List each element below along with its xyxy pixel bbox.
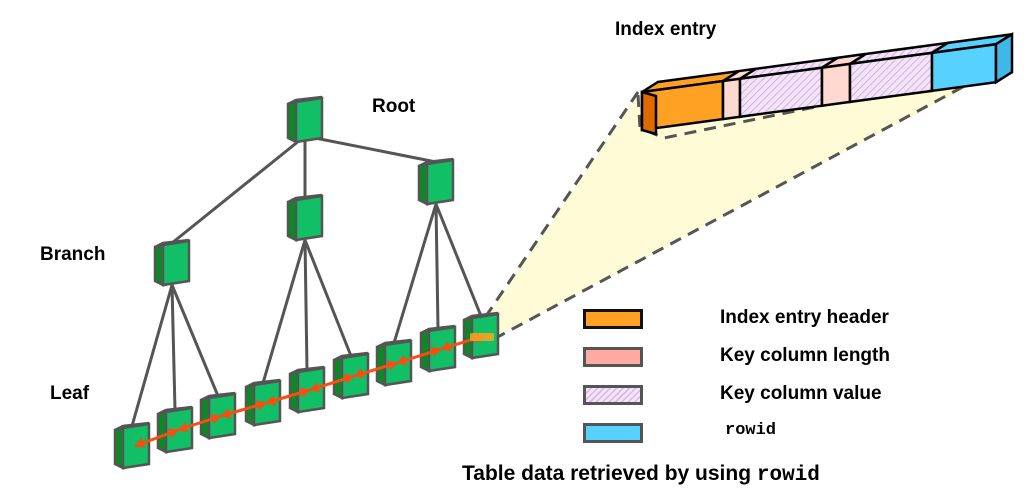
arrowhead-back-icon <box>441 341 452 352</box>
legend-label-1: Index entry header <box>720 307 889 328</box>
arrowhead-forward-icon <box>430 346 441 357</box>
label-leaf: Leaf <box>50 383 90 404</box>
branch-node-3 <box>417 157 455 207</box>
arrowhead-back-icon <box>266 395 277 406</box>
arrowhead-back-icon <box>310 382 321 393</box>
index-entry-bar <box>640 31 1014 136</box>
edge-branch-leaf-7 <box>392 203 438 344</box>
edge-branch-leaf-4 <box>261 239 307 384</box>
arrowhead-back-icon <box>397 355 408 366</box>
leaf-link-3 <box>220 400 267 419</box>
branch-node-1 <box>153 238 191 288</box>
zoom-cone <box>485 50 1000 340</box>
legend-swatch-3 <box>583 385 643 405</box>
branch-node-2 <box>286 193 324 243</box>
legend-swatch-4 <box>583 423 643 443</box>
edge-branch-leaf-1 <box>130 284 174 427</box>
label-index-entry: Index entry <box>615 19 717 40</box>
edge-branch-leaf-8 <box>434 203 440 330</box>
arrowhead-forward-icon <box>386 360 397 371</box>
zoom-cone-edge-bottom <box>491 66 999 342</box>
arrowhead-back-icon <box>221 408 232 419</box>
leaf-link-7 <box>396 346 442 366</box>
leaf-link-6 <box>353 360 398 379</box>
arrowhead-back-icon <box>354 368 365 379</box>
legend-label-3: Key column value <box>720 383 882 404</box>
arrowhead-forward-icon <box>167 428 178 439</box>
leaf-link-5 <box>309 373 355 393</box>
arrowhead-back-icon <box>135 437 146 448</box>
edge-root-branch-1 <box>171 134 306 245</box>
caption-text: Table data retrieved by using <box>462 462 752 485</box>
edge-branch-leaf-5 <box>303 239 309 371</box>
legend-swatch-2 <box>583 347 643 367</box>
label-root: Root <box>372 96 416 117</box>
arrowhead-forward-icon <box>299 387 310 398</box>
root-node <box>286 95 324 145</box>
edge-branch-leaf-3 <box>170 284 220 397</box>
arrowhead-forward-icon <box>210 413 221 424</box>
leaf-link-2 <box>177 413 222 433</box>
edge-root-branch-3 <box>304 134 437 164</box>
arrowhead-back-icon <box>178 422 189 433</box>
legend-swatch-1 <box>583 309 643 329</box>
highlighted-entry-marker <box>470 333 494 341</box>
label-branch: Branch <box>40 244 106 265</box>
index-entry-end-cap <box>640 90 658 136</box>
index-entry-segment-key-value <box>848 41 949 104</box>
legend-label-4: rowid <box>725 421 777 440</box>
arrowhead-forward-icon <box>255 400 266 411</box>
leaf-link-1 <box>134 428 179 448</box>
edge-branch-leaf-9 <box>434 203 483 317</box>
caption-code: rowid <box>756 464 820 487</box>
edge-branch-leaf-6 <box>303 239 353 357</box>
arrowhead-forward-icon <box>343 373 354 384</box>
edge-branch-leaf-2 <box>170 284 177 411</box>
index-entry-right-cap <box>994 31 1014 85</box>
legend-label-2: Key column length <box>720 345 890 366</box>
leaf-link-4 <box>265 387 311 406</box>
caption: Table data retrieved by using rowid <box>462 462 820 487</box>
zoom-cone-edge-top <box>480 91 640 323</box>
